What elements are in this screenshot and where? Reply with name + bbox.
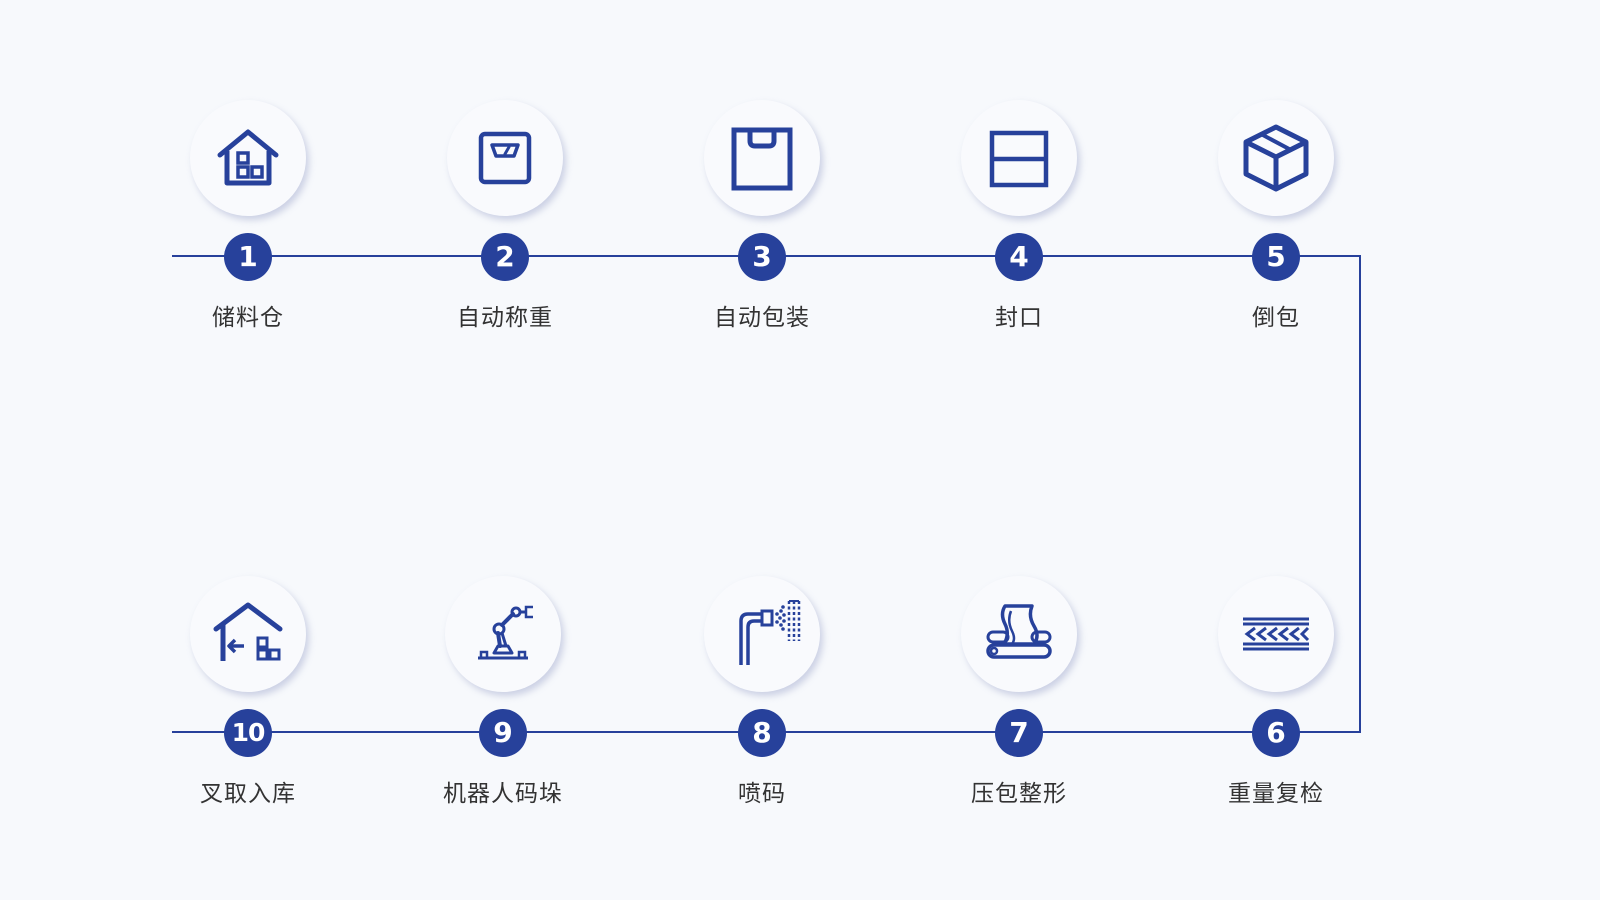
step-number-badge: 7 xyxy=(995,709,1043,757)
step-label: 重量复检 xyxy=(1228,781,1324,807)
step-icon-circle xyxy=(190,576,306,692)
step-icon-circle xyxy=(1218,100,1334,216)
step-label: 自动称重 xyxy=(457,305,553,331)
step-number-badge: 2 xyxy=(481,233,529,281)
warehouse-inbound-icon xyxy=(213,602,283,661)
step-label: 自动包装 xyxy=(714,305,810,331)
step-icon-circle xyxy=(1218,576,1334,692)
step-1: 1 储料仓 xyxy=(148,100,348,350)
step-2: 2 自动称重 xyxy=(405,100,605,350)
conveyor-arrows-icon xyxy=(1243,617,1310,651)
step-7: 7 压包整形 xyxy=(919,576,1119,826)
weighing-scale-icon xyxy=(478,131,532,185)
step-icon-circle xyxy=(961,100,1077,216)
step-number-badge: 4 xyxy=(995,233,1043,281)
step-5: 5 倒包 xyxy=(1176,100,1376,350)
step-3: 3 自动包装 xyxy=(662,100,862,350)
step-icon-circle xyxy=(445,576,561,692)
step-label: 压包整形 xyxy=(971,781,1067,807)
step-10: 10 叉取入库 xyxy=(148,576,348,826)
step-label: 倒包 xyxy=(1252,305,1300,331)
step-4: 4 封口 xyxy=(919,100,1119,350)
robot-arm-icon xyxy=(478,605,533,660)
step-number-badge: 6 xyxy=(1252,709,1300,757)
step-label: 封口 xyxy=(995,305,1043,331)
step-label: 储料仓 xyxy=(212,305,284,331)
step-8: 8 喷码 xyxy=(662,576,862,826)
step-icon-circle xyxy=(704,100,820,216)
step-number-badge: 8 xyxy=(738,709,786,757)
step-number-badge: 1 xyxy=(224,233,272,281)
step-6: 6 重量复检 xyxy=(1176,576,1376,826)
step-number-badge: 5 xyxy=(1252,233,1300,281)
step-9: 9 机器人码垛 xyxy=(403,576,603,826)
step-label: 喷码 xyxy=(738,781,786,807)
step-label: 机器人码垛 xyxy=(443,781,563,807)
step-icon-circle xyxy=(190,100,306,216)
step-number-badge: 9 xyxy=(479,709,527,757)
cube-box-icon xyxy=(1243,124,1309,192)
roller-press-icon xyxy=(986,604,1052,659)
step-icon-circle xyxy=(961,576,1077,692)
bag-icon xyxy=(731,127,793,191)
step-number-badge: 3 xyxy=(738,233,786,281)
warehouse-boxes-icon xyxy=(217,129,279,186)
step-icon-circle xyxy=(447,100,563,216)
step-label: 叉取入库 xyxy=(200,781,296,807)
sealed-box-icon xyxy=(989,130,1049,188)
step-number-badge: 10 xyxy=(224,709,272,757)
spray-nozzle-icon xyxy=(739,600,801,665)
step-icon-circle xyxy=(704,576,820,692)
